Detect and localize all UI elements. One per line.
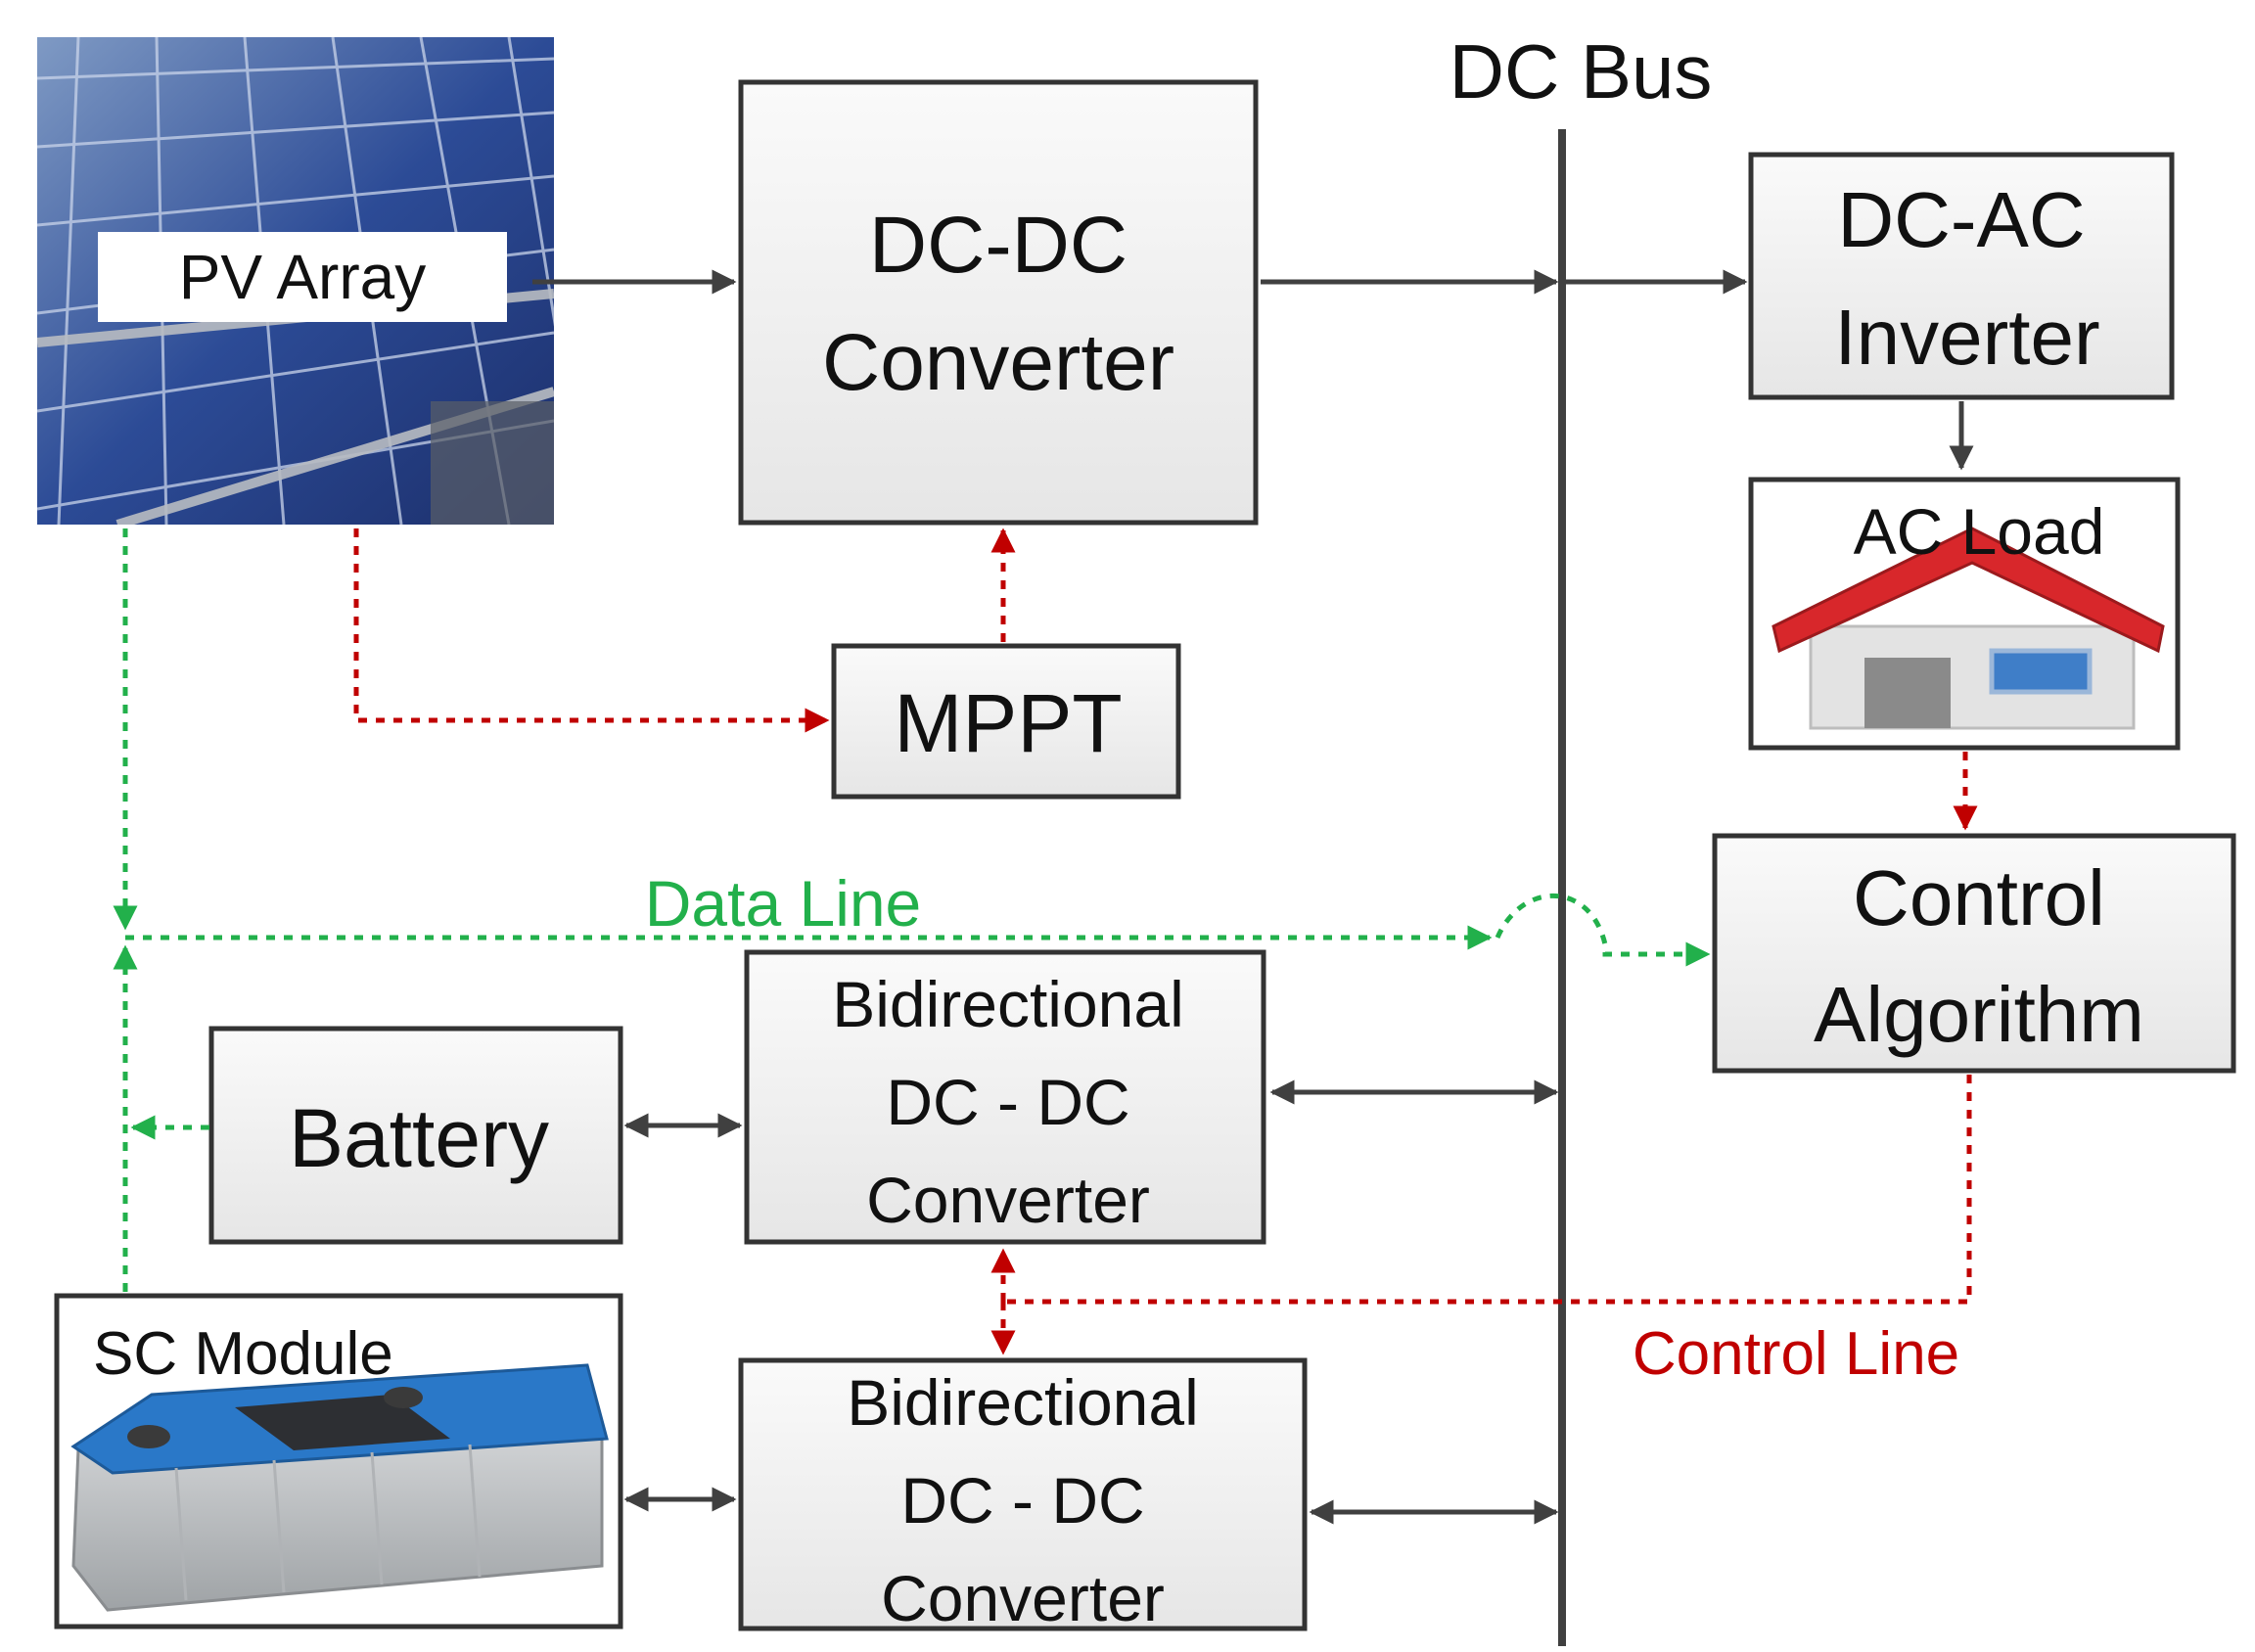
- ac-load-label: AC Load: [1854, 495, 2105, 568]
- dc-dc-converter-box: [738, 79, 1259, 526]
- bidirectional-converter-1-line2: DC - DC: [886, 1066, 1129, 1138]
- control-algorithm-line2: Algorithm: [1814, 971, 2144, 1058]
- bidirectional-converter-2-line3: Converter: [881, 1562, 1165, 1634]
- bidirectional-converter-2-box: [738, 1357, 1308, 1631]
- data-line-label: Data Line: [645, 867, 922, 940]
- bidirectional-converter-2-line2: DC - DC: [900, 1464, 1144, 1537]
- pv-array-label-box: [98, 232, 507, 322]
- pv-array-label: PV Array: [179, 242, 427, 312]
- mppt-label: MPPT: [894, 677, 1122, 769]
- supercapacitor-module-image: [70, 1363, 609, 1612]
- battery-label: Battery: [289, 1092, 549, 1184]
- data-line-bus-crossing: [1495, 893, 1711, 967]
- control-algorithm-box: [1712, 833, 2236, 1074]
- battery-box: [208, 1026, 623, 1245]
- control-line-label: Control Line: [1633, 1320, 1959, 1388]
- control-to-bidirectional-line: [1003, 1075, 1972, 1305]
- dc-dc-converter-line2: Converter: [822, 318, 1174, 407]
- dc-dc-converter-line1: DC-DC: [869, 201, 1128, 290]
- bidirectional-converter-2-line1: Bidirectional: [847, 1366, 1199, 1439]
- dc-ac-inverter-line1: DC-AC: [1837, 176, 2085, 263]
- house-icon: [1772, 527, 2165, 730]
- bidirectional-converter-1-line3: Converter: [866, 1164, 1150, 1236]
- pv-to-mppt-control-line: [353, 528, 830, 733]
- dc-ac-inverter-line2: Inverter: [1834, 294, 2099, 381]
- control-algorithm-line1: Control: [1853, 854, 2105, 941]
- mppt-box: [831, 643, 1181, 800]
- bidirectional-converter-1-box: [744, 949, 1266, 1245]
- dc-ac-inverter-box: [1748, 152, 2175, 400]
- dc-bus-label: DC Bus: [1450, 28, 1713, 115]
- bidirectional-converter-1-line1: Bidirectional: [832, 968, 1184, 1040]
- sc-module-label: SC Module: [93, 1320, 393, 1388]
